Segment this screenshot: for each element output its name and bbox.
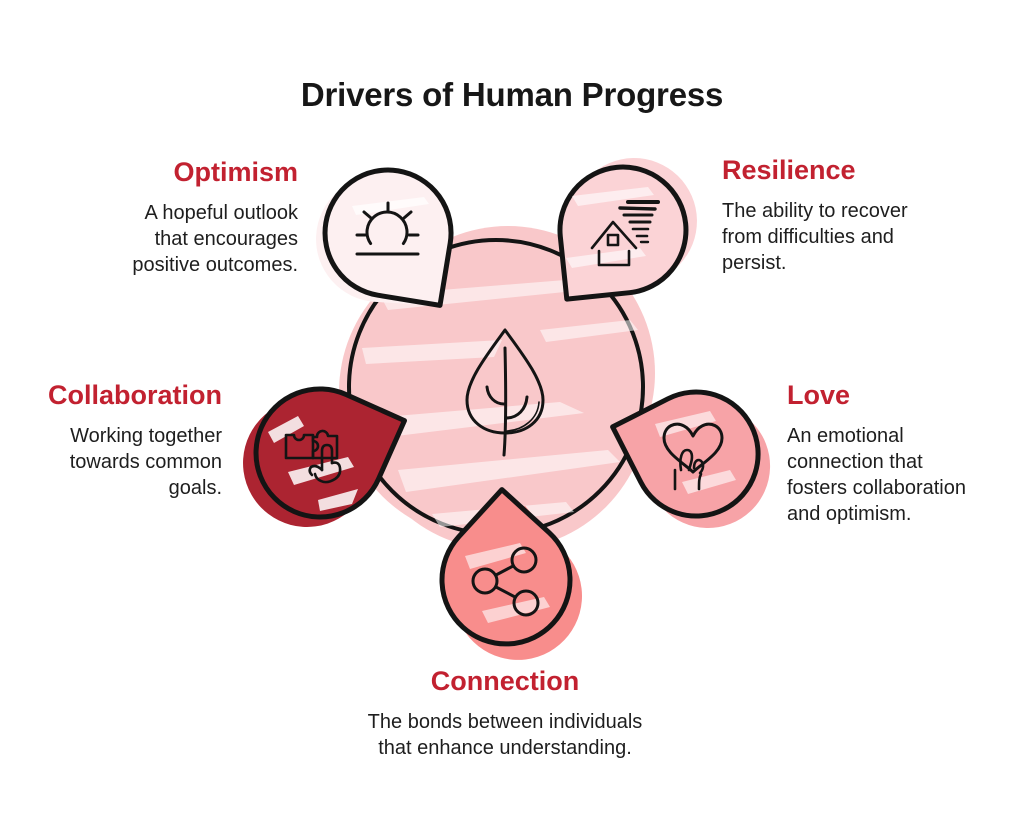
petal-resilience <box>557 158 697 302</box>
house-roof <box>590 220 638 250</box>
heart-outline <box>662 422 724 474</box>
hand-fist <box>313 461 342 484</box>
heart-hand-icon <box>662 422 724 491</box>
paint-streak <box>268 416 304 443</box>
paint-streak <box>682 470 736 494</box>
house-walls <box>597 249 631 267</box>
petal-collaboration <box>243 386 407 527</box>
paint-streak <box>318 489 358 511</box>
driver-resilience-description: The ability to recover from difficulties… <box>722 200 908 274</box>
share-link <box>494 585 517 599</box>
paint-streak <box>655 411 716 437</box>
leaf-vein-right <box>504 395 529 420</box>
hand-thumb <box>308 464 324 477</box>
driver-optimism-description: A hopeful outlook that encourages positi… <box>132 202 298 276</box>
driver-connection-text: Connection The bonds between individuals… <box>335 666 675 761</box>
driver-connection-description: The bonds between individuals that enhan… <box>367 711 643 759</box>
sun-ray <box>362 210 373 220</box>
driver-optimism-text: Optimism A hopeful outlook that encourag… <box>56 157 298 278</box>
driver-love-text: Love An emotional connection that foster… <box>787 380 1017 527</box>
driver-collaboration-description: Working together towards common goals. <box>69 425 222 499</box>
petal-optimism <box>316 167 454 308</box>
puzzle-hand-icon <box>284 429 342 484</box>
storm-house-icon <box>590 200 660 267</box>
center-circle-texture <box>362 278 638 527</box>
leaf-stem <box>502 346 508 457</box>
share-node <box>512 589 540 617</box>
share-node <box>471 567 499 595</box>
paint-streak <box>465 543 526 569</box>
paint-streak <box>362 340 502 364</box>
driver-optimism-label: Optimism <box>173 157 298 187</box>
driver-collaboration-label: Collaboration <box>48 380 222 410</box>
puzzle-piece-right <box>311 429 339 460</box>
share-icon <box>471 546 540 617</box>
paint-streak <box>540 320 638 342</box>
petal-connection <box>439 487 583 660</box>
driver-resilience-label: Resilience <box>722 155 856 185</box>
share-link <box>494 564 515 577</box>
hand-wrist <box>697 472 703 491</box>
petal-love-shape <box>610 389 761 519</box>
paint-streak <box>566 248 646 268</box>
leaf-sketch-line <box>506 401 540 432</box>
hand-finger <box>679 448 694 472</box>
driver-connection-label: Connection <box>430 666 580 696</box>
house-window <box>606 233 620 247</box>
petal-love <box>610 389 770 528</box>
hand-finger <box>320 443 334 472</box>
driver-love-description: An emotional connection that fosters col… <box>787 425 966 525</box>
leaf-icon <box>465 328 545 457</box>
storm-line <box>618 206 657 211</box>
driver-resilience-text: Resilience The ability to recover from d… <box>722 155 957 276</box>
driver-love-label: Love <box>787 380 851 410</box>
paint-streak <box>572 187 654 206</box>
page-title: Drivers of Human Progress <box>300 76 724 113</box>
paint-streak <box>372 402 584 438</box>
share-node <box>510 546 538 574</box>
driver-collaboration-text: Collaboration Working together towards c… <box>22 380 222 501</box>
paint-streak <box>398 450 620 492</box>
sunrise-icon <box>355 201 420 256</box>
paint-streak <box>352 197 429 215</box>
sun-ray <box>402 210 413 220</box>
leaf-vein-left <box>485 385 506 406</box>
hand-finger <box>692 458 705 475</box>
